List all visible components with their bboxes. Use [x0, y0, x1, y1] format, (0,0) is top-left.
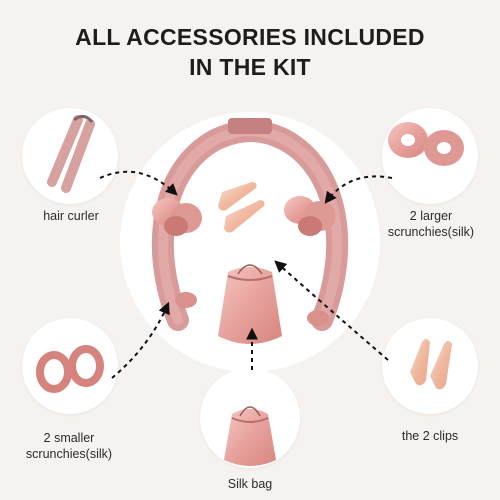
center-silk-bag — [218, 264, 282, 344]
title-line-1: ALL ACCESSORIES INCLUDED — [75, 24, 425, 50]
center-curler-image — [151, 118, 349, 344]
smaller-scrunchies-thumb — [36, 345, 104, 393]
label-larger-scrunchies: 2 larger scrunchies(silk) — [387, 209, 475, 239]
label-silk-bag: Silk bag — [227, 477, 273, 491]
center-right-scrunchie — [284, 196, 336, 236]
clips-circle — [382, 318, 478, 414]
center-left-scrunchie — [152, 198, 202, 236]
arrow-smaller-scrunchies — [111, 301, 170, 379]
center-small-scrunchie-right — [307, 310, 329, 326]
label-clips: the 2 clips — [401, 429, 459, 443]
arrow-clips — [274, 260, 389, 361]
arrow-hair-curler — [99, 170, 178, 196]
hair-curler-thumb — [47, 115, 95, 193]
clips-thumb — [410, 339, 452, 390]
arrow-larger-scrunchies — [324, 175, 393, 204]
center-small-scrunchie-left — [175, 292, 197, 308]
center-clips — [218, 182, 265, 233]
silk-bag-thumb — [224, 406, 276, 466]
page-title: ALL ACCESSORIES INCLUDED IN THE KIT — [0, 22, 500, 82]
label-smaller-scrunchies: 2 smaller scrunchies(silk) — [25, 431, 113, 461]
label-hair-curler: hair curler — [43, 209, 99, 223]
larger-scrunchies-thumb — [388, 122, 464, 166]
title-line-2: IN THE KIT — [189, 54, 311, 80]
